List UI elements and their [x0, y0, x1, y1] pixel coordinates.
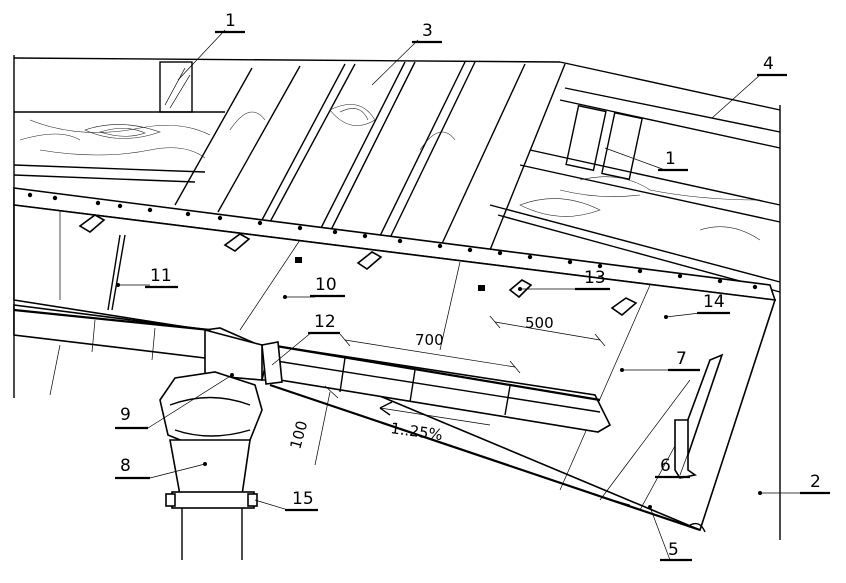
callout-13: 13 [518, 268, 610, 291]
callout-11: 11 [116, 266, 178, 289]
callout-1-right: 1 [604, 147, 688, 172]
callout-15: 15 [254, 489, 318, 512]
callout-14: 14 [664, 292, 730, 319]
callout-6-label: 6 [660, 456, 671, 476]
dimension-700-label: 700 [415, 331, 444, 349]
rafter-post-left [159, 61, 193, 113]
callout-4-label: 4 [763, 54, 774, 74]
callout-8: 8 [115, 456, 207, 480]
downpipe-outlet [169, 439, 251, 496]
callout-12: 12 [271, 312, 340, 366]
callout-6: 6 [655, 447, 691, 479]
counter-battens [174, 61, 566, 251]
callout-8-label: 8 [120, 456, 131, 476]
slope-label: 1..25% [389, 419, 443, 444]
callout-5-label: 5 [668, 540, 679, 560]
pipe-clamp [165, 491, 258, 509]
flashing-bracket [674, 353, 724, 479]
dimension-500-label: 500 [525, 314, 554, 332]
gutter-outlet-funnel [159, 328, 263, 449]
dimension-700: 700 [339, 331, 521, 374]
callout-7-label: 7 [676, 349, 687, 369]
callout-7: 7 [620, 349, 700, 372]
callout-2-label: 2 [810, 472, 821, 492]
callout-9: 9 [115, 373, 234, 430]
callout-1-top-label: 1 [225, 11, 236, 31]
dimension-500: 500 [489, 314, 606, 347]
callout-3: 3 [371, 21, 442, 86]
callout-12-label: 12 [314, 312, 336, 332]
callout-11-label: 11 [150, 266, 172, 286]
downpipe [181, 508, 243, 560]
callout-14-label: 14 [703, 292, 725, 312]
callout-10-label: 10 [315, 275, 337, 295]
callout-9-label: 9 [120, 405, 131, 425]
callout-1-top: 1 [177, 11, 245, 81]
dimension-100: 100 [286, 385, 339, 466]
callout-3-label: 3 [422, 21, 433, 41]
roof-sheathing-boards [13, 55, 781, 398]
rafter-right [489, 87, 781, 540]
callout-4: 4 [711, 54, 787, 119]
drip-edge [269, 383, 706, 533]
callout-13-label: 13 [584, 268, 606, 288]
gutter-main-section [260, 341, 612, 433]
callout-5: 5 [648, 505, 692, 562]
callout-15-label: 15 [292, 489, 314, 509]
eave-fasteners [27, 192, 758, 291]
callout-2: 2 [758, 472, 830, 495]
callout-10: 10 [283, 275, 345, 299]
callout-1-right-label: 1 [665, 149, 676, 169]
dimension-100-label: 100 [286, 419, 311, 451]
